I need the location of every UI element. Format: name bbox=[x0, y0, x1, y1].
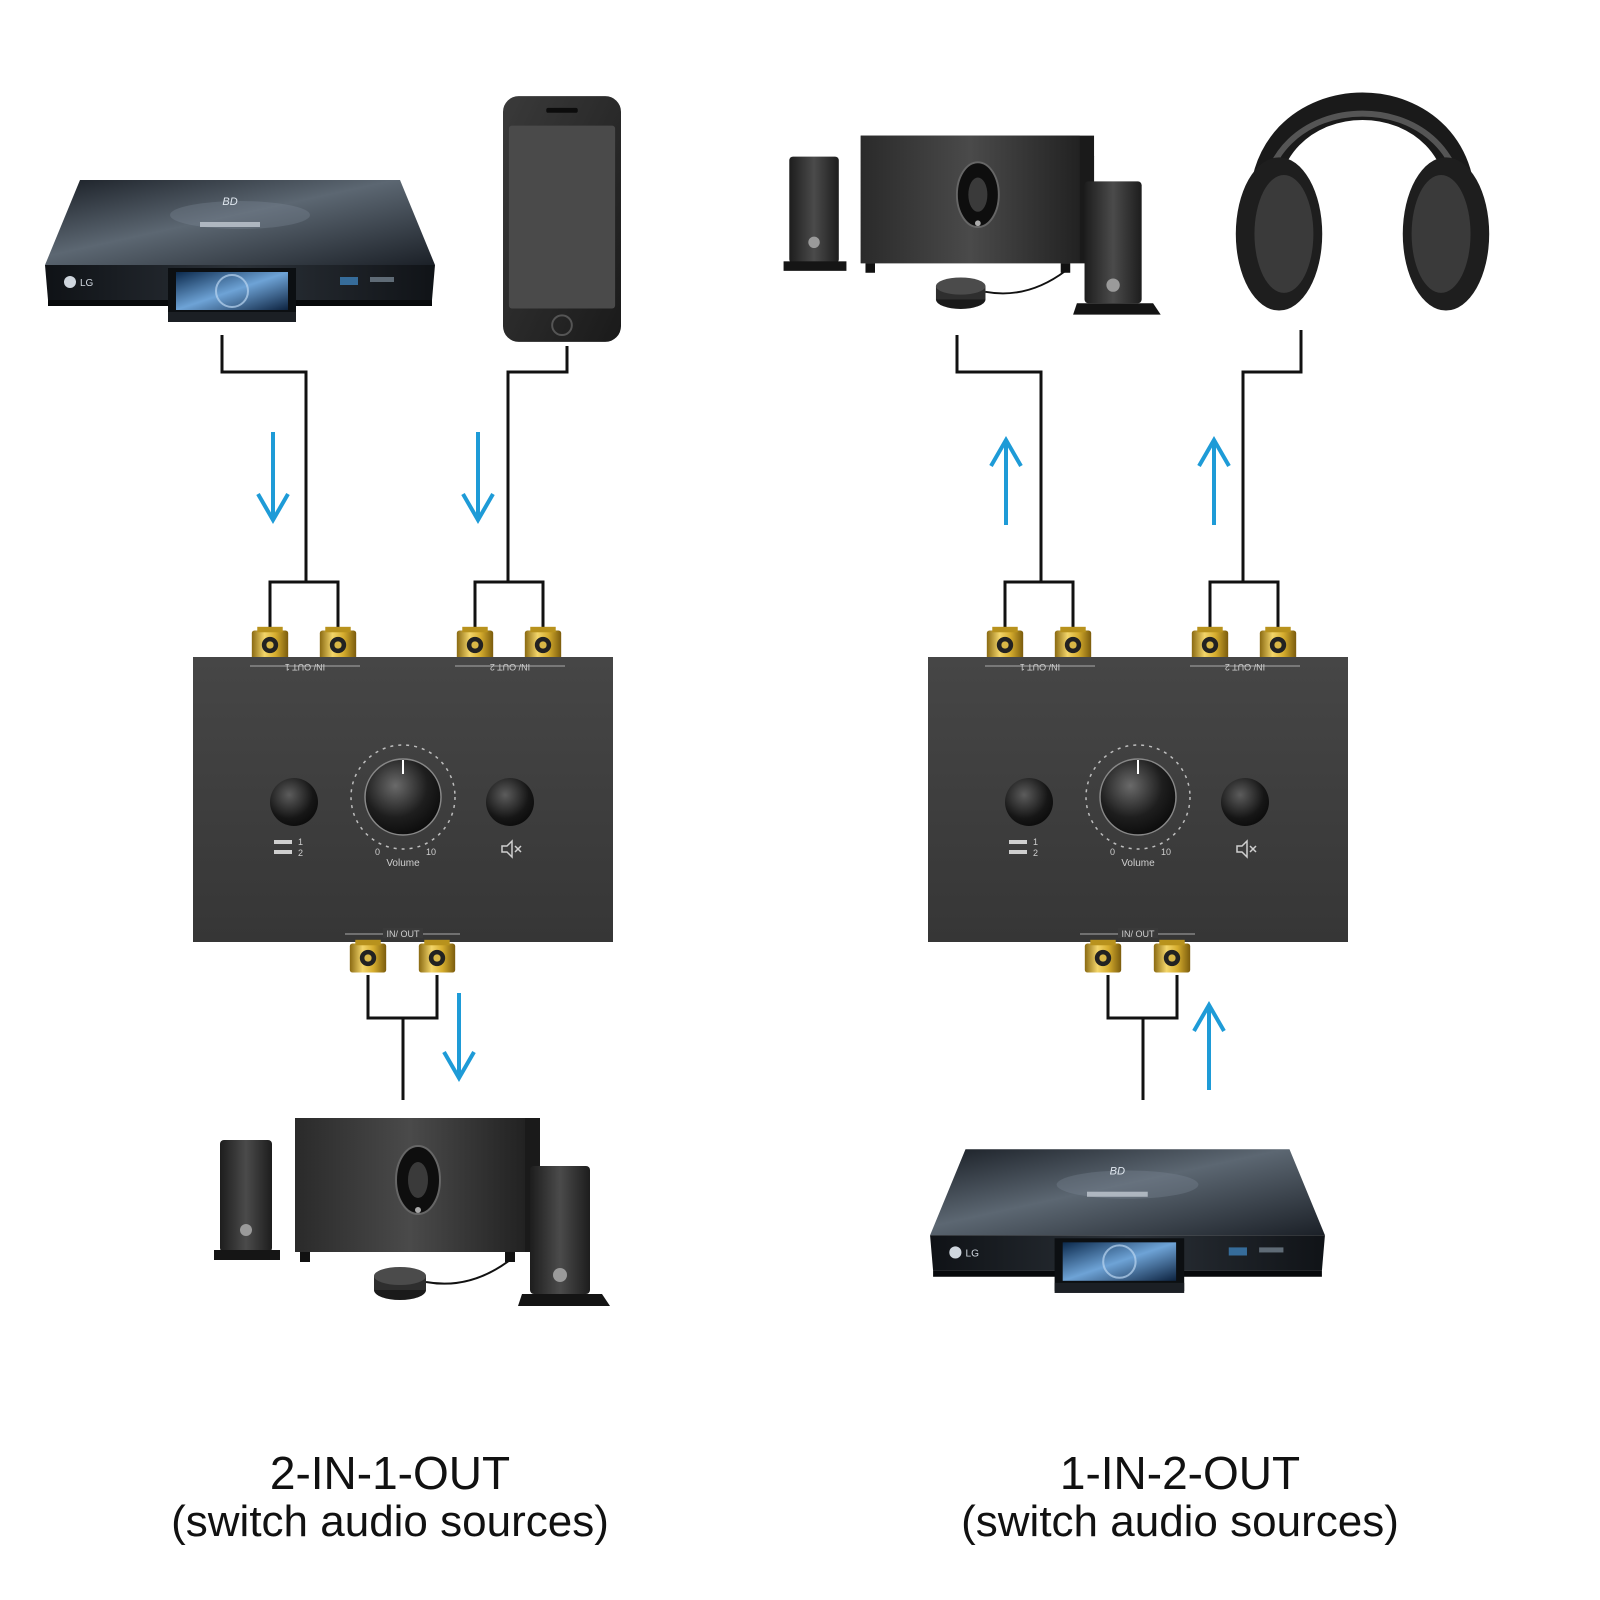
wire-split-in1 bbox=[268, 580, 340, 632]
flow-arrows bbox=[256, 432, 495, 1083]
arrow-down-icon bbox=[442, 993, 476, 1083]
port-label-2: IN/ OUT 2 bbox=[1225, 662, 1265, 672]
caption-right: 1-IN-2-OUT (switch audio sources) bbox=[860, 1448, 1500, 1546]
mute-button[interactable] bbox=[1221, 778, 1269, 826]
switch-label-1: 1 bbox=[298, 837, 303, 847]
wire-split-in2 bbox=[473, 580, 545, 632]
switch-label-2: 2 bbox=[298, 848, 303, 858]
mute-button[interactable] bbox=[486, 778, 534, 826]
wire-split-out bbox=[366, 975, 439, 1020]
speaker-system-icon bbox=[782, 134, 1162, 316]
rca-jack-out2-right bbox=[1259, 626, 1297, 660]
headphones-icon bbox=[1236, 106, 1489, 310]
left-diagram: IN/ OUT 1 IN/ OUT 2 1 2 0 10 Volume IN/ … bbox=[44, 95, 621, 1307]
volume-scale bbox=[350, 744, 456, 850]
rca-jack-out1-left bbox=[986, 626, 1024, 660]
mute-icon bbox=[501, 839, 522, 859]
rca-jack-in2-left bbox=[456, 626, 494, 660]
rca-jack-in1-right bbox=[319, 626, 357, 660]
right-diagram: IN/ OUT 1 IN/ OUT 2 1 2 0 10 Volume IN/ … bbox=[782, 106, 1490, 1295]
volume-label: Volume bbox=[386, 858, 420, 869]
rca-jack-out-left bbox=[349, 939, 387, 973]
wire-group bbox=[220, 335, 569, 1100]
rca-jack-in-right bbox=[1153, 939, 1191, 973]
volume-scale bbox=[1085, 744, 1191, 850]
speaker-system-icon bbox=[213, 1117, 611, 1307]
rca-jack-in2-right bbox=[524, 626, 562, 660]
smartphone-icon bbox=[503, 95, 621, 343]
rca-jack-out-right bbox=[418, 939, 456, 973]
volume-max-label: 10 bbox=[426, 847, 436, 857]
arrow-up-icon bbox=[989, 435, 1023, 525]
rca-jack-in1-left bbox=[251, 626, 289, 660]
wire-speakers-out bbox=[955, 335, 1043, 582]
audio-switch-device: IN/ OUT 1 IN/ OUT 2 1 2 0 10 Volume IN/ … bbox=[193, 626, 613, 973]
port-label-1: IN/ OUT 1 bbox=[285, 662, 325, 672]
bottom-port-label: IN/ OUT bbox=[387, 929, 421, 939]
port-label-2: IN/ OUT 2 bbox=[490, 662, 530, 672]
volume-min-label: 0 bbox=[1110, 847, 1115, 857]
source-switch-button[interactable] bbox=[270, 778, 318, 826]
wire-phone-in bbox=[506, 346, 569, 582]
mute-icon bbox=[1236, 839, 1257, 859]
source-switch-button[interactable] bbox=[1005, 778, 1053, 826]
bluray-player-icon bbox=[929, 1148, 1326, 1295]
volume-max-label: 10 bbox=[1161, 847, 1171, 857]
caption-left-subtitle: (switch audio sources) bbox=[171, 1497, 609, 1546]
arrow-up-icon bbox=[1197, 435, 1231, 525]
volume-knob[interactable] bbox=[1099, 758, 1177, 836]
volume-label: Volume bbox=[1121, 858, 1155, 869]
caption-right-subtitle: (switch audio sources) bbox=[961, 1497, 1399, 1546]
switch-label-2: 2 bbox=[1033, 848, 1038, 858]
wire-group bbox=[955, 330, 1303, 1100]
caption-left: 2-IN-1-OUT (switch audio sources) bbox=[110, 1448, 670, 1546]
rca-jack-out1-right bbox=[1054, 626, 1092, 660]
volume-knob[interactable] bbox=[364, 758, 442, 836]
flow-arrows bbox=[989, 435, 1231, 1090]
wire-headphones-out bbox=[1241, 330, 1303, 582]
rca-jack-out2-left bbox=[1191, 626, 1229, 660]
wire-split-out2 bbox=[1208, 580, 1280, 632]
wire-split-in bbox=[1106, 975, 1179, 1020]
arrow-down-icon bbox=[461, 432, 495, 525]
wire-player-in bbox=[220, 335, 308, 582]
switch-label-1: 1 bbox=[1033, 837, 1038, 847]
caption-right-title: 1-IN-2-OUT bbox=[1059, 1447, 1301, 1499]
wire-split-out1 bbox=[1003, 580, 1075, 632]
port-label-1: IN/ OUT 1 bbox=[1020, 662, 1060, 672]
bottom-port-label: IN/ OUT bbox=[1122, 929, 1156, 939]
arrow-down-icon bbox=[256, 432, 290, 525]
arrow-up-icon bbox=[1192, 1000, 1226, 1090]
caption-left-title: 2-IN-1-OUT bbox=[269, 1447, 511, 1499]
volume-min-label: 0 bbox=[375, 847, 380, 857]
audio-switch-device: IN/ OUT 1 IN/ OUT 2 1 2 0 10 Volume IN/ … bbox=[928, 626, 1348, 973]
rca-jack-in-left bbox=[1084, 939, 1122, 973]
bluray-player-icon bbox=[44, 179, 436, 323]
